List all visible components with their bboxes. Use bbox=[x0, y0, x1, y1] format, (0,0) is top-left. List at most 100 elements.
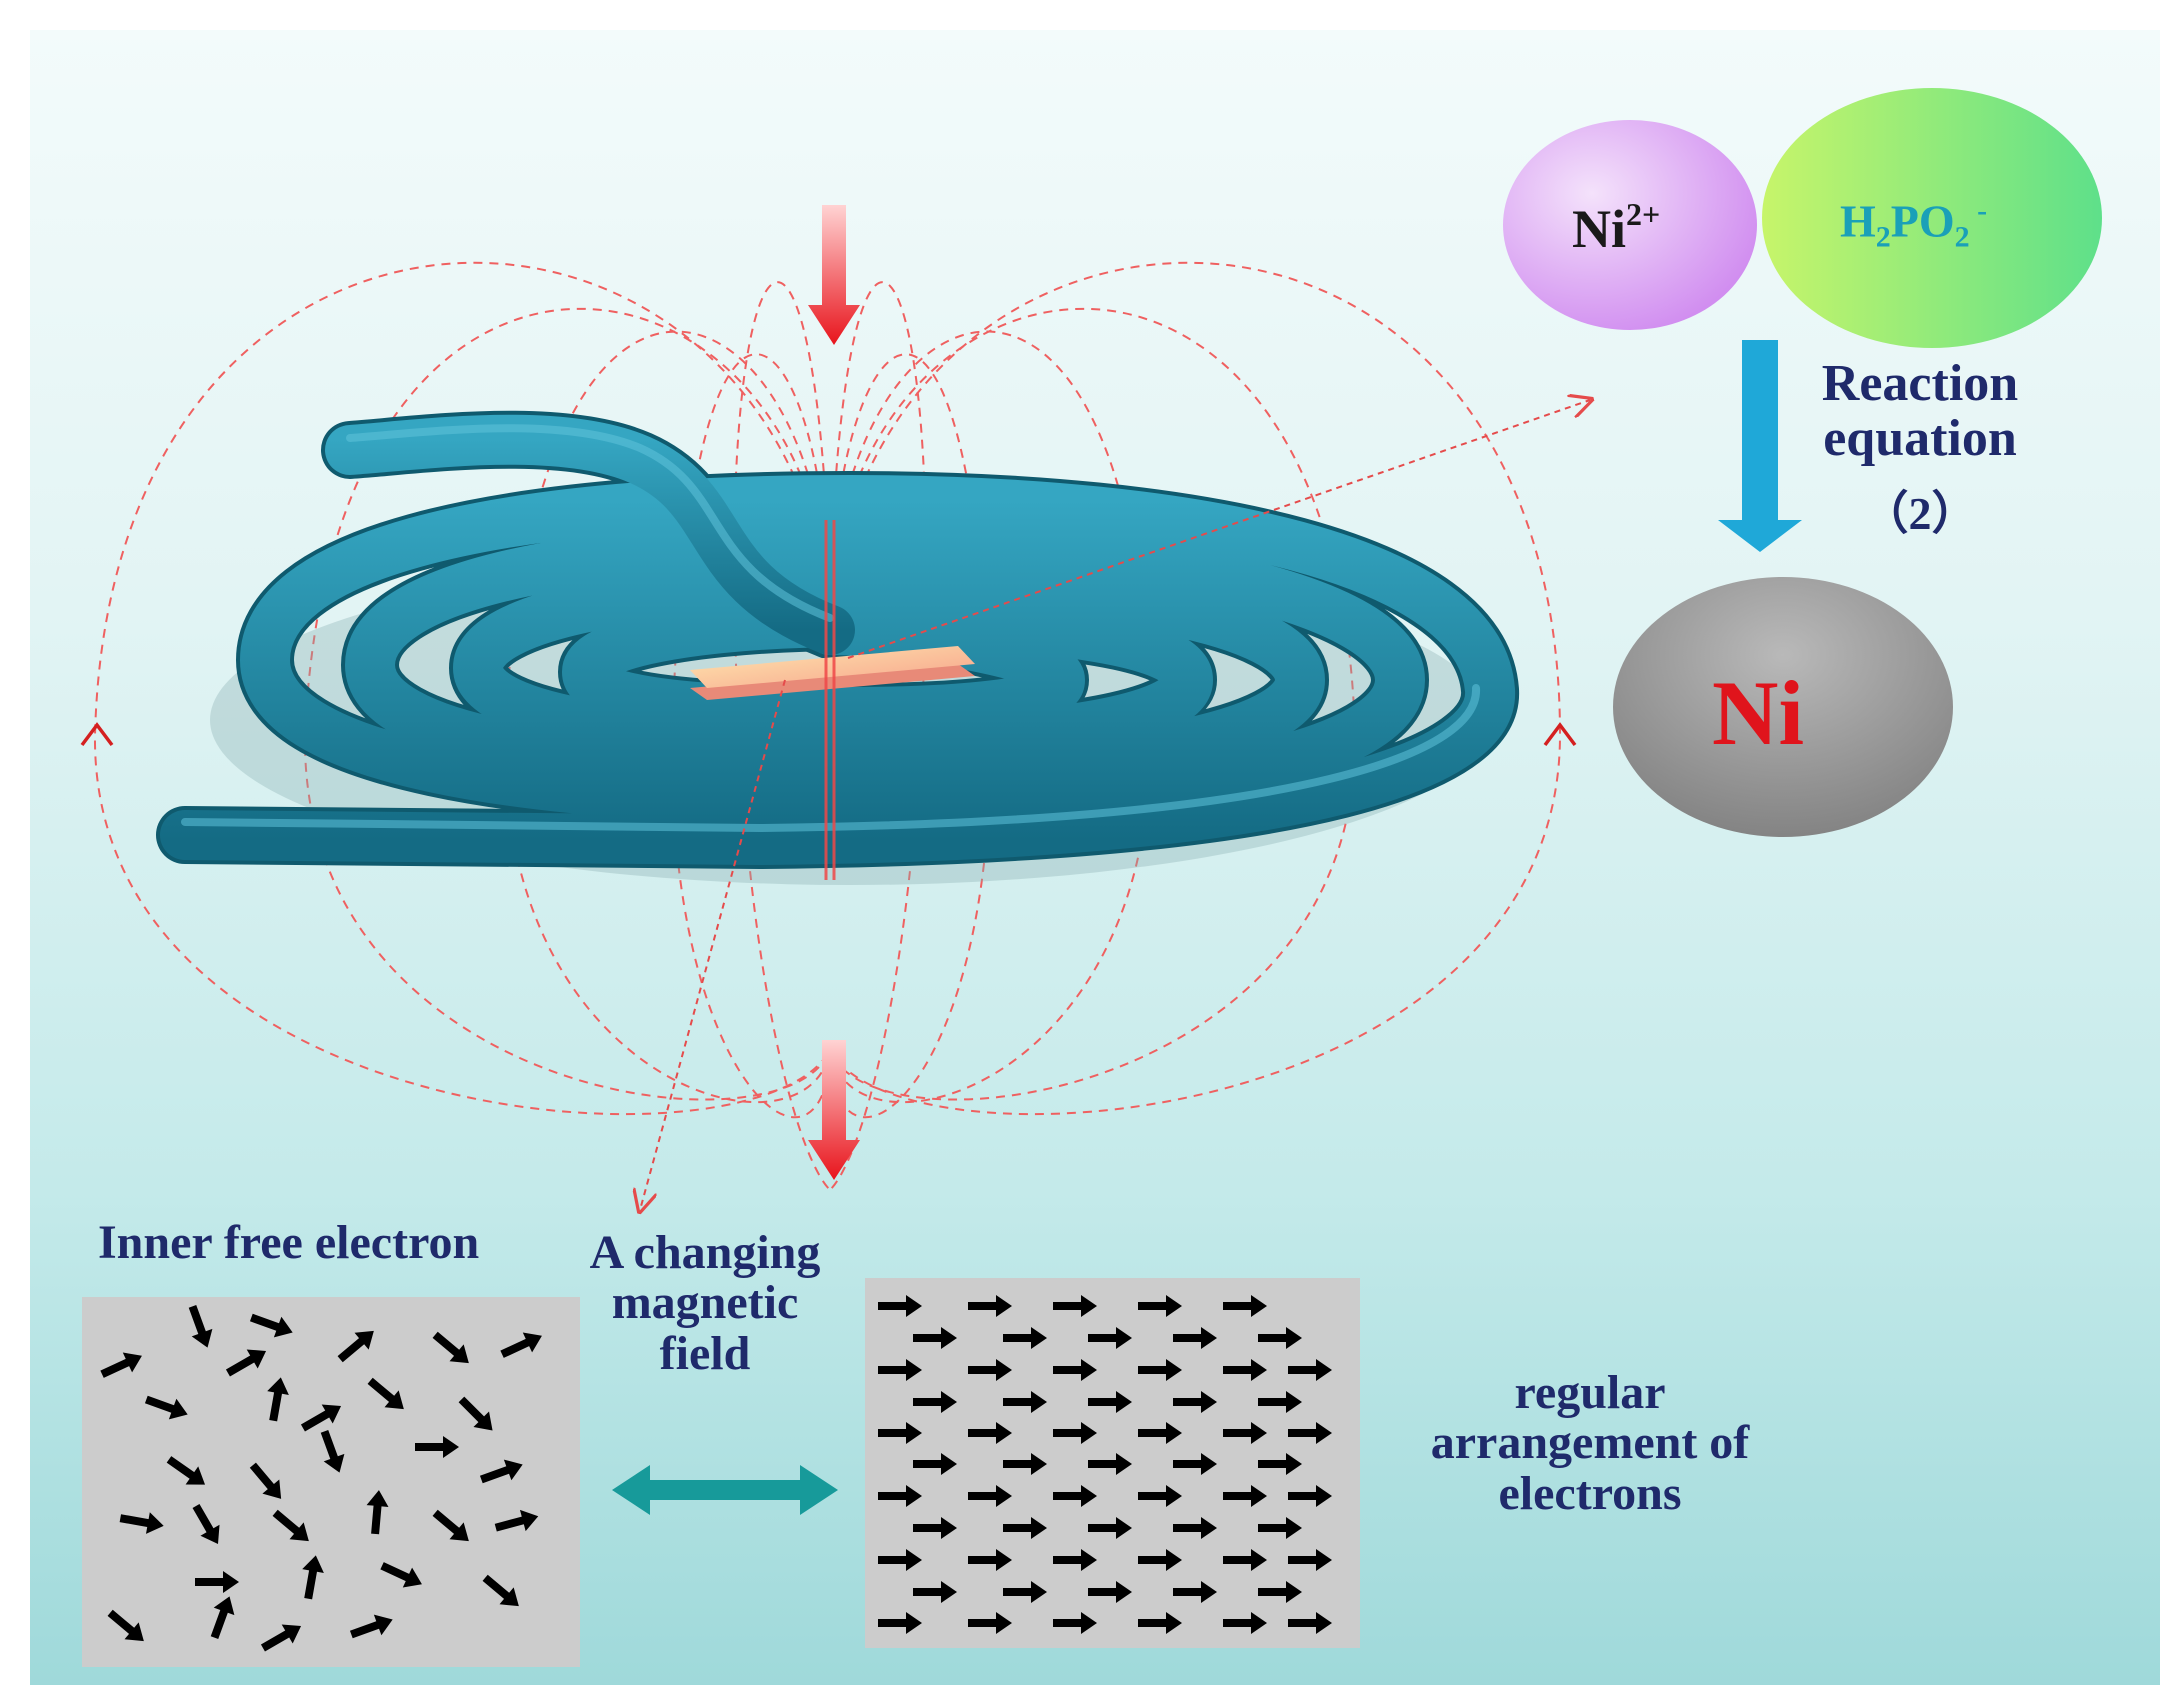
electron-arrow-icon bbox=[349, 1614, 393, 1639]
electron-arrow-icon bbox=[1173, 1391, 1217, 1413]
ni2-symbol: Ni bbox=[1572, 199, 1626, 259]
electron-arrow-icon bbox=[1223, 1485, 1267, 1507]
electron-arrow-icon bbox=[878, 1422, 922, 1444]
h2po2-charge: - bbox=[1969, 194, 1988, 227]
electron-arrow-icon bbox=[1258, 1453, 1302, 1475]
electron-arrow-icon bbox=[272, 1509, 309, 1542]
electron-arrow-icon bbox=[968, 1422, 1012, 1444]
electron-arrow-icon bbox=[878, 1549, 922, 1571]
electron-arrow-icon bbox=[878, 1485, 922, 1507]
h2po2-ion-label: H2PO2 - bbox=[1840, 194, 1987, 255]
electron-arrow-icon bbox=[432, 1509, 469, 1542]
field-line bbox=[303, 307, 831, 1101]
ni2-bubble bbox=[1503, 120, 1757, 330]
electron-arrow-icon bbox=[968, 1359, 1012, 1381]
electron-arrow-icon bbox=[107, 1609, 144, 1642]
field-line bbox=[93, 261, 831, 1116]
electron-arrow-icon bbox=[913, 1327, 957, 1349]
electron-arrow-icon bbox=[415, 1436, 459, 1458]
electron-arrow-icon bbox=[337, 1330, 374, 1363]
h2po2-h: H bbox=[1840, 195, 1876, 247]
electron-arrow-icon bbox=[380, 1562, 422, 1588]
reaction-equation-label: Reaction equation bbox=[1821, 355, 2019, 467]
field-core-line bbox=[824, 520, 836, 880]
electron-arrow-icon bbox=[1088, 1327, 1132, 1349]
electron-arrow-icon bbox=[1053, 1612, 1097, 1634]
electron-arrow-icon bbox=[1223, 1549, 1267, 1571]
electron-arrow-icon bbox=[225, 1349, 267, 1377]
electron-arrow-icon bbox=[1288, 1549, 1332, 1571]
electron-arrow-icon bbox=[1138, 1485, 1182, 1507]
reaction-arrow-icon bbox=[1718, 340, 1802, 552]
aligned-electron-panel bbox=[865, 1278, 1360, 1648]
electron-arrow-icon bbox=[1173, 1453, 1217, 1475]
electron-arrow-icon bbox=[1258, 1391, 1302, 1413]
electron-arrow-icon bbox=[100, 1352, 142, 1378]
electron-arrow-icon bbox=[968, 1549, 1012, 1571]
electron-arrow-icon bbox=[968, 1485, 1012, 1507]
regular-arrangement-label: regular arrangement of electrons bbox=[1430, 1366, 1750, 1520]
electron-arrow-icon bbox=[1088, 1581, 1132, 1603]
field-arrows bbox=[808, 205, 860, 1180]
electron-arrow-icon bbox=[432, 1331, 469, 1364]
downward-arrow-icon bbox=[808, 1040, 860, 1180]
electron-arrow-icon bbox=[188, 1304, 213, 1348]
electron-arrow-icon bbox=[1288, 1612, 1332, 1634]
electron-arrow-icon bbox=[260, 1624, 302, 1652]
electron-arrow-icon bbox=[1003, 1391, 1047, 1413]
electron-arrow-icon bbox=[320, 1429, 345, 1473]
h2po2-bubble bbox=[1762, 88, 2102, 348]
electron-arrow-icon bbox=[1138, 1422, 1182, 1444]
field-line bbox=[829, 353, 992, 1119]
random-electrons bbox=[100, 1304, 542, 1652]
changing-magnetic-field-label: A changing magnetic field bbox=[589, 1226, 821, 1380]
electron-arrow-icon bbox=[913, 1581, 957, 1603]
electron-arrow-icon bbox=[302, 1555, 324, 1600]
electron-arrow-icon bbox=[968, 1295, 1012, 1317]
electron-arrow-icon bbox=[166, 1456, 206, 1485]
electron-arrow-icon bbox=[1223, 1359, 1267, 1381]
caret-icon bbox=[1543, 722, 1577, 747]
electron-arrow-icon bbox=[1003, 1327, 1047, 1349]
ni-bubble bbox=[1613, 577, 1953, 837]
electron-arrow-icon bbox=[1053, 1359, 1097, 1381]
electron-arrow-icon bbox=[300, 1404, 342, 1432]
electron-arrow-icon bbox=[1223, 1422, 1267, 1444]
aligned-electrons bbox=[878, 1295, 1332, 1634]
electron-arrow-icon bbox=[1003, 1517, 1047, 1539]
electron-arrow-icon bbox=[494, 1509, 539, 1532]
electron-arrow-icon bbox=[1173, 1517, 1217, 1539]
electron-arrow-icon bbox=[1258, 1581, 1302, 1603]
electron-arrow-icon bbox=[1288, 1485, 1332, 1507]
pointer-arrows bbox=[640, 400, 1590, 1210]
double-arrow-icon[interactable] bbox=[612, 1465, 838, 1515]
electron-arrow-icon bbox=[913, 1517, 957, 1539]
caret-icon bbox=[80, 722, 114, 747]
ni-product-label: Ni bbox=[1712, 662, 1804, 764]
electron-arrow-icon bbox=[968, 1612, 1012, 1634]
electron-arrow-icon bbox=[1003, 1453, 1047, 1475]
electron-arrow-icon bbox=[249, 1313, 293, 1338]
inner-free-electron-label: Inner free electron bbox=[98, 1216, 480, 1269]
random-electron-panel bbox=[82, 1297, 580, 1667]
electron-arrow-icon bbox=[913, 1391, 957, 1413]
electron-arrow-icon bbox=[1138, 1295, 1182, 1317]
electron-arrow-icon bbox=[367, 1377, 404, 1410]
electron-arrow-icon bbox=[210, 1596, 235, 1640]
electron-arrow-icon bbox=[1258, 1517, 1302, 1539]
electron-arrow-icon bbox=[1223, 1295, 1267, 1317]
pointer-arrow-to-electrons bbox=[640, 679, 786, 1210]
field-line bbox=[733, 281, 831, 1191]
field-line bbox=[829, 281, 927, 1191]
electron-arrow-icon bbox=[1003, 1581, 1047, 1603]
electron-arrow-icon bbox=[1053, 1422, 1097, 1444]
field-line bbox=[829, 261, 1562, 1116]
electron-arrow-icon bbox=[1288, 1359, 1332, 1381]
electron-arrow-icon bbox=[119, 1512, 164, 1534]
h2po2-h-count: 2 bbox=[1875, 220, 1891, 254]
electron-arrow-icon bbox=[878, 1295, 922, 1317]
electron-arrow-icon bbox=[144, 1395, 188, 1420]
electron-arrow-icon bbox=[267, 1377, 289, 1422]
